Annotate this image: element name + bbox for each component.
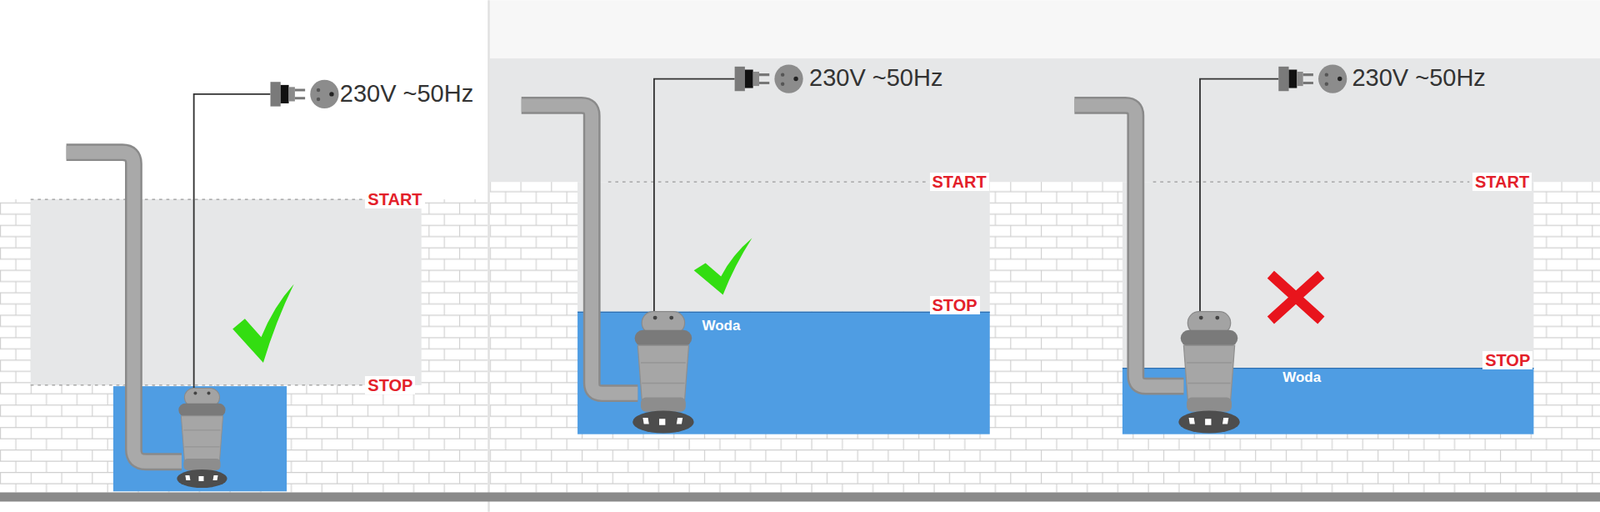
level-label: STOP [1482, 350, 1533, 370]
level-label: START [930, 172, 990, 191]
level-label: STOP [365, 375, 415, 395]
water-label: Woda [1282, 370, 1321, 386]
voltage-label: 230V ~50Hz [340, 80, 474, 108]
voltage-label: 230V ~50Hz [809, 65, 943, 92]
level-label: START [365, 190, 425, 209]
level-label: START [1472, 172, 1532, 191]
level-label: STOP [930, 295, 980, 315]
voltage-label: 230V ~50Hz [1351, 65, 1485, 92]
water-label: Woda [701, 317, 740, 334]
